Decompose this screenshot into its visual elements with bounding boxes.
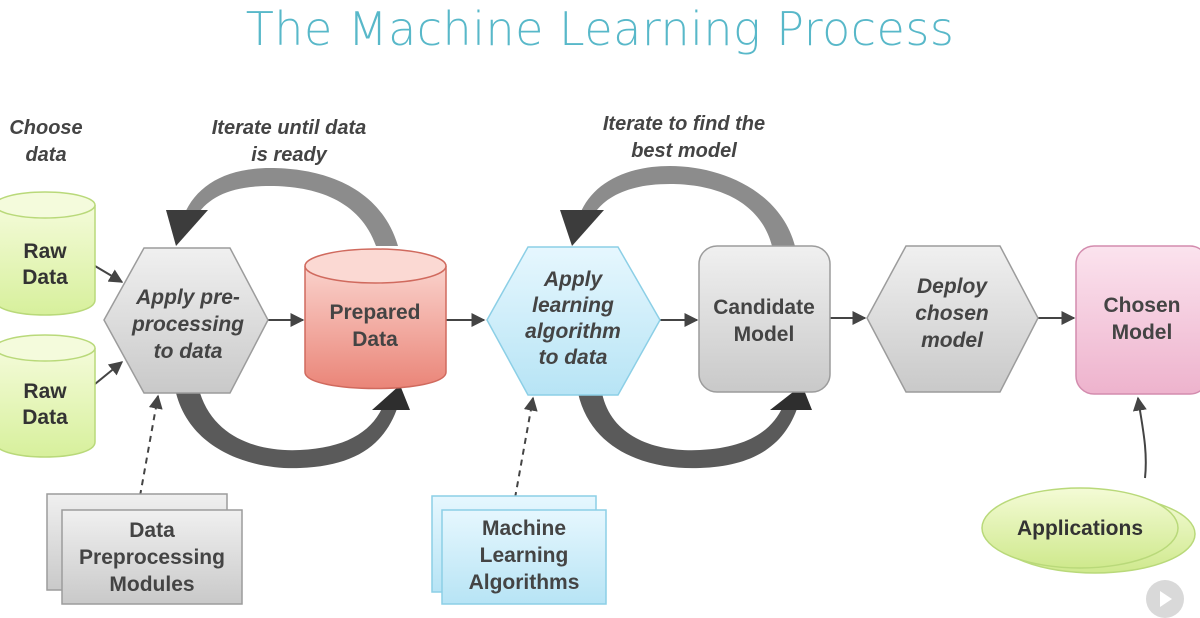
- candidate-model-line1: Candidate: [713, 296, 815, 319]
- page-title: The Machine Learning Process: [245, 2, 955, 56]
- loop-arrow-learning-bottom: [578, 385, 812, 469]
- prepared-data-line1: Prepared: [329, 301, 420, 324]
- prepared-data-cylinder: Prepared Data: [304, 248, 447, 390]
- raw-data-cylinder-2: Raw Data: [0, 334, 96, 458]
- preprocessing-modules-stack: Data Preprocessing Modules: [46, 493, 243, 605]
- raw-data-1-line1: Raw: [23, 240, 67, 263]
- loop-arrow-learning-top: [560, 166, 795, 246]
- preprocess-hexagon: Apply pre- processing to data: [103, 247, 269, 394]
- iterate-data-line1: Iterate until data: [212, 117, 366, 139]
- apply-learning-line2: learning: [532, 294, 614, 317]
- iterate-model-line2: best model: [631, 140, 737, 162]
- apply-learning-hexagon: Apply learning algorithm to data: [486, 246, 661, 396]
- preprocess-line2: processing: [131, 313, 244, 336]
- choose-data-line1: Choose: [9, 117, 82, 139]
- loop-arrow-preprocess-bottom: [176, 385, 410, 469]
- preprocessing-modules-line1: Data: [129, 519, 175, 542]
- chosen-model-box: Chosen Model: [1075, 245, 1200, 395]
- apply-learning-line4: to data: [539, 346, 608, 369]
- choose-data-line2: data: [25, 144, 66, 166]
- apply-learning-line3: algorithm: [525, 320, 621, 343]
- iterate-model-line1: Iterate to find the: [603, 113, 765, 135]
- prepared-data-line2: Data: [352, 328, 398, 351]
- ml-algorithms-stack: Machine Learning Algorithms: [431, 495, 607, 605]
- preprocessing-modules-line3: Modules: [109, 573, 194, 596]
- deploy-line2: chosen: [915, 302, 989, 325]
- deploy-line3: model: [921, 329, 984, 352]
- deploy-line1: Deploy: [917, 275, 988, 298]
- annotation-iterate-data: Iterate until data is ready: [212, 117, 366, 166]
- apply-learning-line1: Apply: [543, 268, 604, 291]
- deploy-hexagon: Deploy chosen model: [866, 245, 1039, 393]
- connector-arrows: [94, 265, 1147, 499]
- candidate-model-line2: Model: [734, 323, 795, 346]
- play-icon: [1160, 591, 1172, 607]
- annotation-choose-data: Choose data: [9, 117, 82, 166]
- ml-algorithms-line3: Algorithms: [469, 571, 580, 594]
- candidate-model-box: Candidate Model: [698, 245, 831, 393]
- raw-data-2-line2: Data: [22, 406, 68, 429]
- chosen-model-line2: Model: [1112, 321, 1173, 344]
- annotation-iterate-model: Iterate to find the best model: [603, 113, 765, 162]
- raw-data-2-line1: Raw: [23, 380, 67, 403]
- play-button[interactable]: [1146, 580, 1184, 618]
- ml-algorithms-line2: Learning: [480, 544, 569, 567]
- applications-stack: Applications: [981, 487, 1196, 574]
- ml-algorithms-line1: Machine: [482, 517, 566, 540]
- preprocess-line1: Apply pre-: [135, 286, 240, 309]
- applications-label: Applications: [1017, 517, 1143, 540]
- preprocessing-modules-line2: Preprocessing: [79, 546, 225, 569]
- loop-arrow-preprocess-top: [166, 168, 398, 246]
- raw-data-cylinder-1: Raw Data: [0, 191, 96, 316]
- chosen-model-line1: Chosen: [1103, 294, 1180, 317]
- iterate-data-line2: is ready: [251, 144, 327, 166]
- raw-data-1-line2: Data: [22, 266, 68, 289]
- preprocess-line3: to data: [154, 340, 223, 363]
